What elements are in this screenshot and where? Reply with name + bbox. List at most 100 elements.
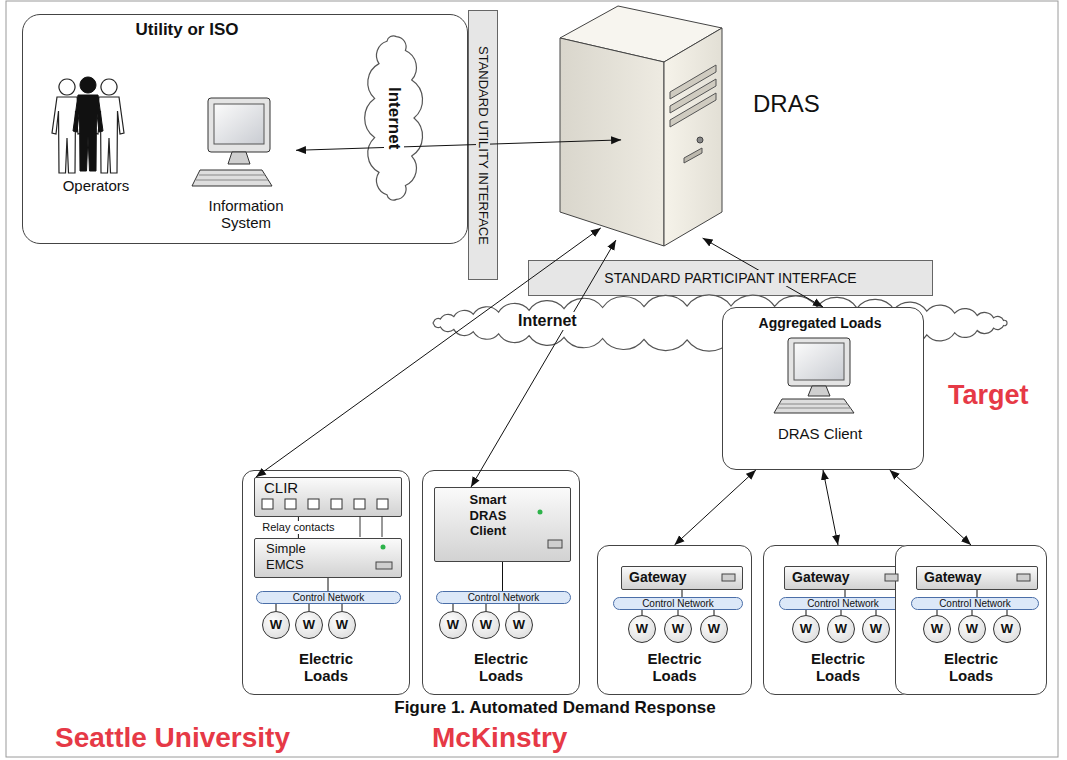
connector <box>256 228 601 477</box>
node-text: STANDARD UTILITY INTERFACE <box>476 46 491 245</box>
node-text: W <box>835 622 847 637</box>
load-circle: W <box>664 615 692 643</box>
load-circle: W <box>439 611 467 639</box>
node-text: W <box>966 622 978 637</box>
connector <box>486 604 487 611</box>
overlay-label: Target <box>948 380 1029 411</box>
connector <box>845 590 846 597</box>
node-text: Simple EMCS <box>266 541 326 572</box>
control-network-bus: Control Network <box>911 597 1039 610</box>
connector <box>502 562 503 591</box>
node-text: DRAS <box>753 90 820 118</box>
node-text: W <box>270 618 282 633</box>
node-text: Information System <box>196 197 296 232</box>
node-text: W <box>513 618 525 633</box>
node-text: W <box>672 622 684 637</box>
connector <box>876 610 877 615</box>
site-box: Electric LoadsGatewayControl NetworkWWW <box>597 545 752 695</box>
connector <box>453 604 454 611</box>
load-circle: W <box>958 615 986 643</box>
node-text: W <box>636 622 648 637</box>
connector <box>714 610 715 615</box>
load-circle: W <box>862 615 890 643</box>
connector <box>937 610 938 615</box>
node-text: W <box>336 618 348 633</box>
internet-cloud: Internet <box>366 28 422 208</box>
device-details <box>376 510 1030 582</box>
node-text: W <box>931 622 943 637</box>
load-circle: W <box>700 615 728 643</box>
node-text: W <box>303 618 315 633</box>
site-box: Electric Loads Smart DRAS ClientControl N… <box>422 470 580 695</box>
control-network-bus: Control Network <box>256 591 401 604</box>
computer-icon <box>192 98 272 186</box>
node-text: Control Network <box>939 598 1011 609</box>
figure-caption: Figure 1. Automated Demand Response <box>394 698 715 718</box>
node-text: Electric Loads <box>794 650 882 685</box>
node-text: Control Network <box>642 598 714 609</box>
connector <box>703 238 823 307</box>
node-text: Aggregated Loads <box>722 315 918 331</box>
emcs-device: Simple EMCS <box>254 538 402 578</box>
node-text: Control Network <box>468 592 540 603</box>
load-circle: W <box>827 615 855 643</box>
connector <box>823 470 838 545</box>
connector <box>972 610 973 615</box>
node-text: Utility or ISO <box>112 20 262 40</box>
node-text: Gateway <box>792 569 850 585</box>
node-text: W <box>447 618 459 633</box>
node-text: Gateway <box>924 569 982 585</box>
node-text: DRAS Client <box>722 425 918 442</box>
connector <box>682 590 683 597</box>
operators-icon <box>52 77 124 173</box>
node-text: W <box>708 622 720 637</box>
relay-wires <box>360 516 382 537</box>
connector <box>678 610 679 615</box>
figure-frame <box>6 1 1058 757</box>
node-text: Operators <box>41 177 151 194</box>
node-text: Gateway <box>629 569 687 585</box>
node-text: Electric Loads <box>457 650 545 685</box>
relay-terminals <box>262 499 388 509</box>
internet-cloud: Internet <box>425 298 1015 348</box>
clir-device: CLIR <box>254 477 402 517</box>
node-text: W <box>800 622 812 637</box>
load-circle: W <box>295 611 323 639</box>
site-box: Electric Loads GatewayControl NetworkW W W <box>895 545 1047 695</box>
node-text: W <box>1001 622 1013 637</box>
node-text: Electric Loads <box>927 650 1015 685</box>
load-circle: W <box>328 611 356 639</box>
connector <box>471 240 616 487</box>
node-text: Internet <box>384 87 404 149</box>
node-text: Control Network <box>293 592 365 603</box>
load-circle: W <box>993 615 1021 643</box>
connector <box>298 517 299 538</box>
node-text: Electric Loads <box>282 650 370 685</box>
overlay-label: McKinstry <box>432 722 567 754</box>
server-icon <box>560 6 722 246</box>
connector <box>806 610 807 615</box>
connector <box>1007 610 1008 615</box>
node-text: Smart DRAS Client <box>452 492 524 539</box>
connector <box>342 604 343 611</box>
connector <box>642 610 643 615</box>
smart-client-device: Smart DRAS Client <box>434 487 571 562</box>
site-box: Electric Loads GatewayControl NetworkW W W <box>763 545 913 695</box>
load-circle: W <box>505 611 533 639</box>
node-text: W <box>480 618 492 633</box>
connector <box>519 604 520 611</box>
overlay-label: Seattle University <box>55 722 290 754</box>
connector <box>675 470 756 545</box>
control-network-bus: Control Network <box>436 591 571 604</box>
node-text: W <box>870 622 882 637</box>
control-network-bus: Control Network <box>613 597 743 610</box>
connector <box>309 604 310 611</box>
node-text: Internet <box>518 312 577 330</box>
connector <box>977 590 978 597</box>
connector <box>276 604 277 611</box>
cloud-outline <box>425 298 1015 348</box>
cloud-outline <box>365 36 423 200</box>
control-network-bus: Control Network <box>779 597 907 610</box>
node-text: STANDARD PARTICIPANT INTERFACE <box>604 270 856 286</box>
connector <box>890 470 971 545</box>
